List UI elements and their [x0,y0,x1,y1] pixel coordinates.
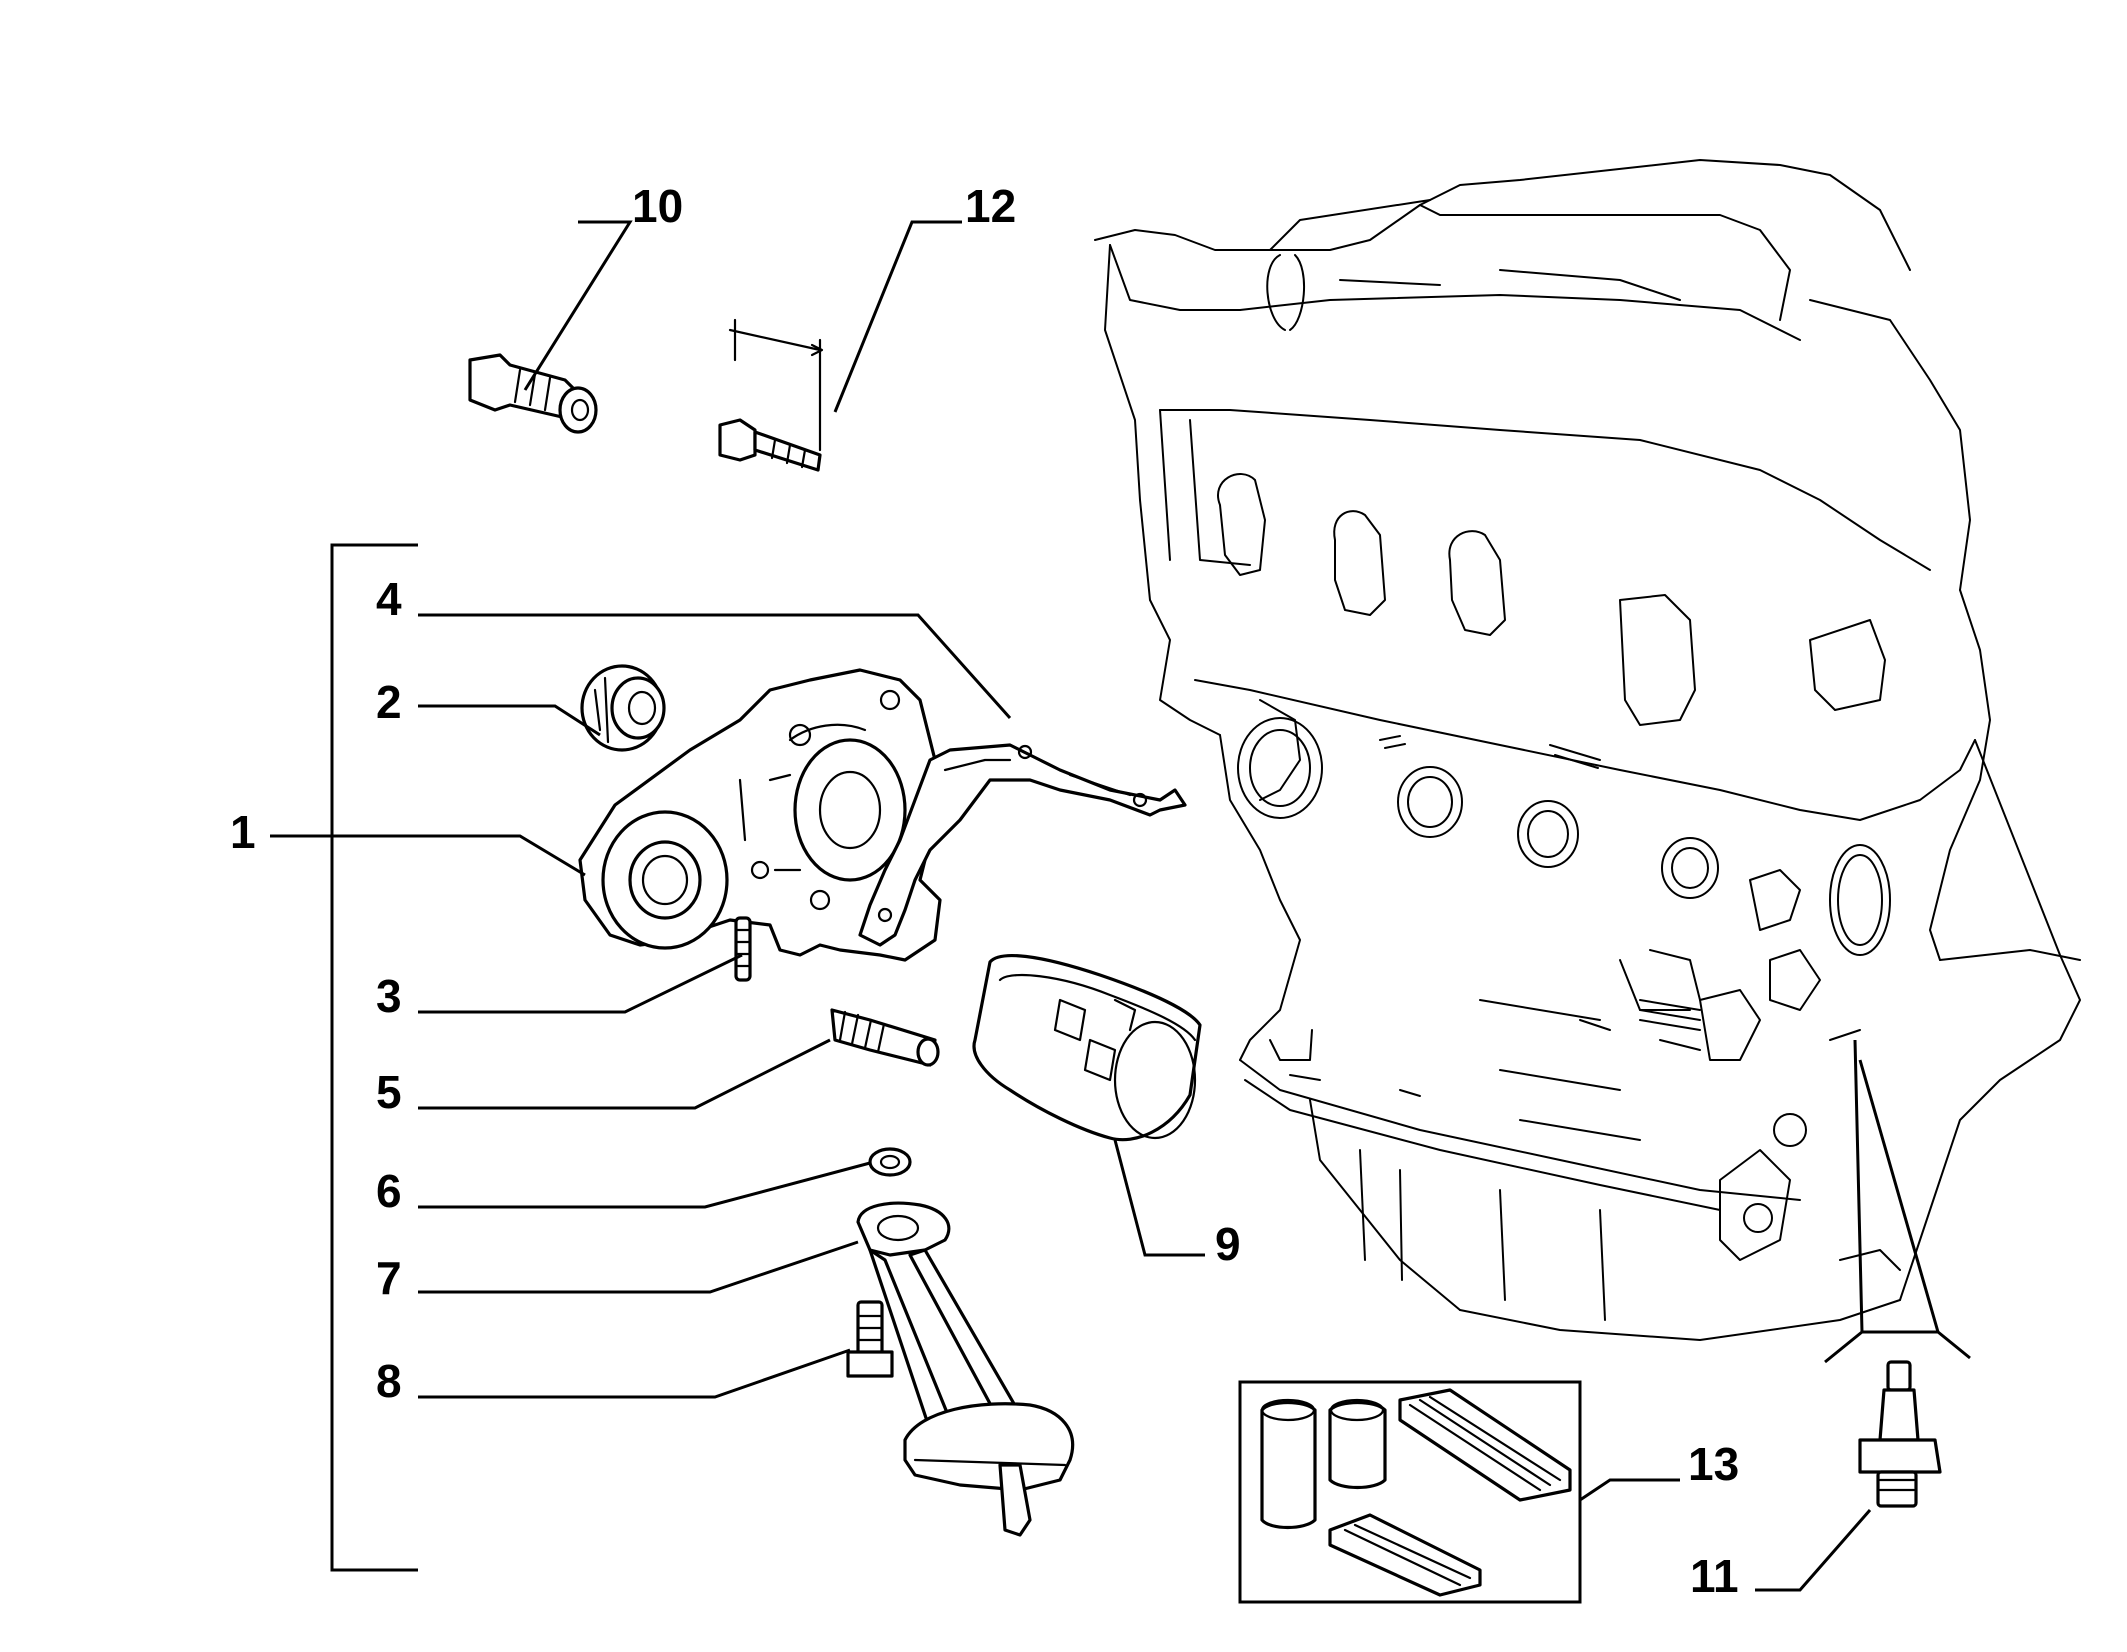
callout-5: 5 [376,1066,402,1118]
callout-10: 10 [632,180,683,232]
callout-3: 3 [376,970,402,1022]
stud-part [734,916,752,982]
callout-6: 6 [376,1165,402,1217]
oil-pump-body-part [578,668,942,962]
callout-12: 12 [965,180,1016,232]
bolt-part [846,1300,894,1378]
callout-7: 7 [376,1252,402,1304]
seal-part [580,664,666,752]
callout-2: 2 [376,676,402,728]
oil-pickup-part [856,1201,1075,1537]
washer-part [868,1147,912,1177]
callout-11: 11 [1690,1550,1739,1602]
leader-lines [270,220,1971,1592]
callout-1: 1 [230,806,256,858]
gasket-part [858,743,1187,947]
spark-plug-part [1858,1360,1942,1508]
engine-block-drawing [1094,159,2081,1341]
oil-filter-part [972,953,1202,1142]
callout-4: 4 [376,573,402,625]
callout-9: 9 [1215,1218,1241,1270]
pressure-sender-part [468,353,598,434]
plug-part [830,1008,940,1067]
callout-13: 13 [1688,1438,1739,1490]
sensor-bolt-part [718,318,824,472]
filter-kit-part [1238,1380,1582,1604]
callout-8: 8 [376,1355,402,1407]
